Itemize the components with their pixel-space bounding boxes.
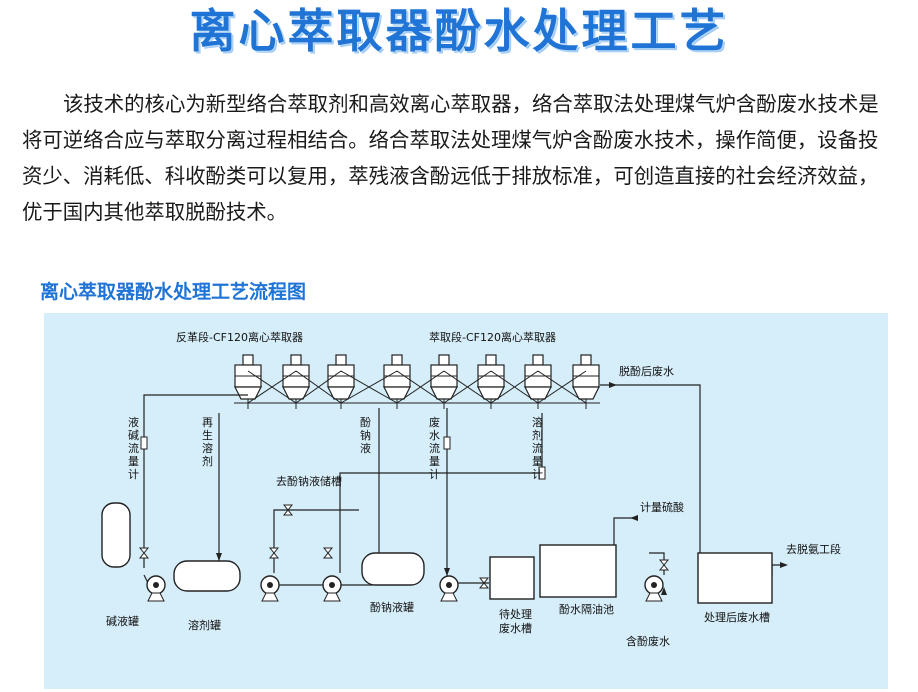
label-solvent-flowmeter: 溶剂流量计 — [532, 415, 543, 481]
label-phenol-water: 含酚废水 — [626, 634, 670, 648]
alkali-pump-icon — [146, 575, 166, 602]
label-wastewater-flowmeter: 废水流量计 — [429, 415, 440, 481]
page-title: 离心萃取器酚水处理工艺 — [189, 4, 729, 58]
label-extraction: 萃取段-CF120离心萃取器 — [429, 330, 556, 344]
wastewater-flowmeter-icon — [443, 436, 451, 450]
piping — [143, 384, 786, 586]
separator-shape — [539, 544, 617, 598]
label-treated-tank: 处理后废水槽 — [704, 610, 770, 624]
pending-tank-shape — [489, 556, 535, 600]
label-to-ammonia: 去脱氨工段 — [786, 542, 841, 556]
treated-tank-shape — [697, 552, 773, 604]
alkali-valve-icon — [139, 547, 149, 559]
back-extraction-extractors — [234, 354, 355, 410]
label-pending-tank: 待处理废水槽 — [499, 607, 532, 635]
label-alkali-flowmeter: 液碱流量计 — [128, 415, 139, 481]
alkali-tank-shape — [101, 502, 131, 568]
wastewater-pump-icon — [439, 575, 459, 602]
phenolate-tank-shape — [361, 552, 425, 586]
diagram-title: 离心萃取器酚水处理工艺流程图 — [40, 281, 307, 303]
extraction-extractors — [383, 354, 600, 410]
phenolate-valve-icon — [323, 547, 333, 559]
extractor-cross-lines — [234, 370, 600, 404]
solvent-valve-icon — [269, 547, 279, 559]
label-treated-water-out: 脱酚后废水 — [619, 364, 674, 378]
label-back-extraction: 反革段-CF120离心萃取器 — [176, 330, 303, 344]
acid-valve-icon — [659, 559, 669, 571]
diagram-panel — [44, 313, 888, 689]
process-flow-diagram: 反革段-CF120离心萃取器 萃取段-CF120离心萃取器 脱酚后废水 去酚钠液… — [101, 330, 841, 648]
alkali-flowmeter-icon — [140, 436, 148, 450]
label-separator: 酚水隔油池 — [559, 602, 614, 616]
label-solvent-tank: 溶剂罐 — [188, 618, 221, 632]
solvent-pump-icon — [260, 575, 280, 602]
label-to-phenolate-tank: 去酚钠液储槽 — [276, 474, 342, 488]
label-phenolate: 酚钠液 — [360, 415, 371, 455]
label-alkali-tank: 碱液罐 — [106, 614, 139, 628]
label-phenolate-tank: 酚钠液罐 — [370, 600, 414, 614]
separator-pump-icon — [644, 575, 664, 602]
phenolate-pump-icon — [322, 575, 342, 602]
solvent-tank-shape — [173, 560, 241, 592]
label-regen-solvent: 再生溶剂 — [202, 416, 213, 468]
intro-paragraph: 该技术的核心为新型络合萃取剂和高效离心萃取器，络合萃取法处理煤气炉含酚废水技术是… — [22, 92, 879, 224]
label-metering-acid: 计量硫酸 — [640, 500, 684, 514]
